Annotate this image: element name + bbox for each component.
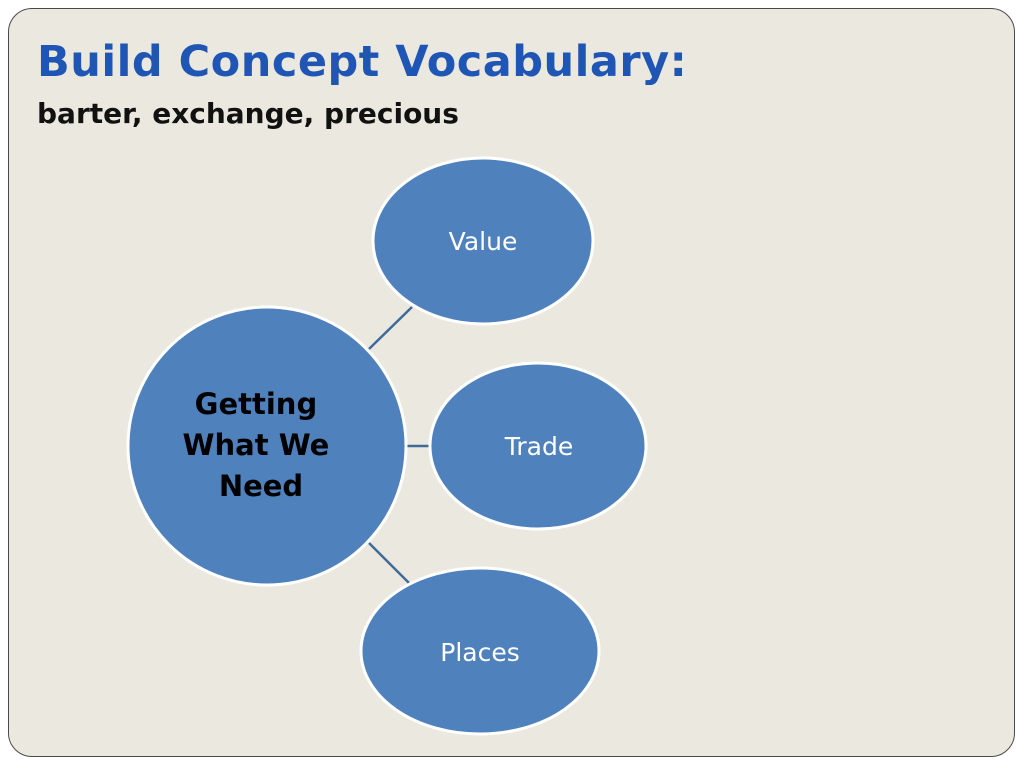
node-places: Places	[359, 566, 601, 736]
connector-hub-value	[368, 306, 413, 350]
connector-hub-places	[368, 542, 410, 584]
slide-title: Build Concept Vocabulary:	[37, 37, 688, 87]
node-trade: Trade	[428, 361, 648, 531]
node-places-circle	[359, 566, 601, 736]
node-value: Value	[371, 156, 595, 326]
node-trade-label: Trade	[504, 432, 573, 461]
node-value-label: Value	[449, 227, 518, 256]
hub-label: Getting What We Need	[183, 387, 340, 503]
hub-label-line-3: Need	[219, 469, 303, 503]
hub-label-line-1: Getting	[195, 387, 318, 421]
node-places-label: Places	[440, 638, 520, 667]
hub-circle	[126, 305, 408, 587]
concept-web-diagram: Getting What We Need Value Trade Places	[126, 156, 648, 736]
hub-label-line-2: What We	[183, 428, 330, 462]
hub-node: Getting What We Need	[126, 305, 408, 587]
node-value-circle	[371, 156, 595, 326]
slide: Build Concept Vocabulary: barter, exchan…	[8, 8, 1015, 757]
slide-subtitle: barter, exchange, precious	[37, 97, 459, 130]
node-trade-circle	[428, 361, 648, 531]
